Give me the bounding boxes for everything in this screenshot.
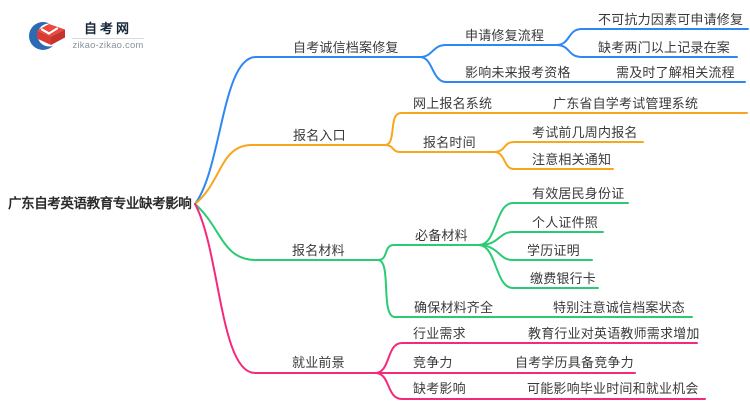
logo-domain: zikao-zikao.com [72,40,144,51]
leaf-english-teacher-demand-up: 教育行业对英语教师需求增加 [528,326,700,341]
leaf-watch-notices: 注意相关通知 [532,152,612,167]
node-competitiveness: 竞争力 [413,355,453,370]
node-industry-demand: 行业需求 [413,326,466,341]
root-node: 广东自考英语教育专业缺考影响 [8,196,192,211]
node-integrity-file-repair: 自考诚信档案修复 [293,40,399,55]
node-apply-repair-process: 申请修复流程 [465,28,545,43]
node-ensure-materials-complete: 确保材料齐全 [414,300,494,315]
leaf-education-certificate: 学历证明 [527,243,580,258]
branch-lines-registration-entry [194,112,748,205]
node-employment-prospects: 就业前景 [292,355,345,370]
leaf-guangdong-selfstudy-system: 广东省自学考试管理系统 [553,96,699,111]
leaf-payment-bank-card: 缴费银行卡 [530,271,597,286]
branch-lines-registration-materials [194,202,693,318]
leaf-force-majeure-repair: 不可抗力因素可申请修复 [598,12,744,27]
node-absence-impact: 缺考影响 [413,381,466,396]
node-required-materials: 必备材料 [415,228,468,243]
leaf-register-weeks-before-exam: 考试前几周内报名 [532,125,638,140]
node-registration-entry: 报名入口 [293,128,346,143]
node-registration-time: 报名时间 [423,135,476,150]
leaf-graduation-employment-delay: 可能影响毕业时间和就业机会 [527,381,699,396]
logo-divider [72,38,144,39]
leaf-know-related-process: 需及时了解相关流程 [616,65,735,80]
site-logo: 自考网 zikao-zikao.com [28,18,144,54]
leaf-selfexam-degree-competitive: 自考学历具备竞争力 [515,355,634,370]
leaf-two-absences-recorded: 缺考两门以上记录在案 [598,40,731,55]
node-registration-materials: 报名材料 [292,243,345,258]
logo-title: 自考网 [83,21,132,36]
node-online-registration-system: 网上报名系统 [413,96,493,111]
branch-lines-integrity-repair [194,28,749,205]
branch-lines-employment-prospects [194,203,706,400]
leaf-check-integrity-file-status: 特别注意诚信档案状态 [553,300,686,315]
leaf-valid-id-card: 有效居民身份证 [532,186,625,201]
node-affects-future-eligibility: 影响未来报考资格 [465,65,571,80]
leaf-personal-photo: 个人证件照 [532,215,599,230]
graduation-cap-crescent-icon [29,22,65,50]
